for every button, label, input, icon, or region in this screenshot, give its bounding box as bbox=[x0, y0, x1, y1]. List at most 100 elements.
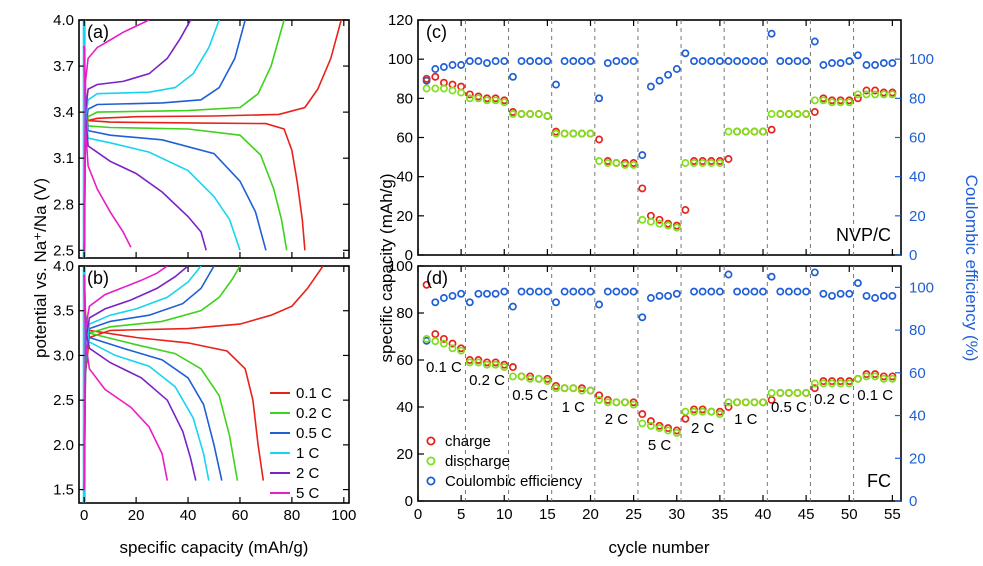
rate-label: 1 C bbox=[734, 411, 758, 428]
data-point-discharge bbox=[552, 384, 560, 393]
x-tick-label: 5 bbox=[457, 506, 465, 523]
y-tick-label: 3.7 bbox=[53, 58, 74, 75]
data-point-charge bbox=[681, 206, 690, 214]
data-point-discharge bbox=[638, 419, 647, 428]
data-point-discharge bbox=[690, 407, 698, 416]
data-point-charge bbox=[871, 86, 880, 95]
data-point-coulombic-efficiency bbox=[724, 270, 733, 279]
data-point-discharge bbox=[431, 84, 440, 93]
data-point-coulombic-efficiency bbox=[862, 61, 871, 69]
data-point-discharge bbox=[793, 110, 802, 118]
data-point-coulombic-efficiency bbox=[526, 287, 535, 296]
data-point-discharge bbox=[741, 398, 750, 407]
data-point-discharge bbox=[422, 84, 431, 93]
data-point-discharge bbox=[500, 98, 509, 107]
data-point-coulombic-efficiency bbox=[707, 57, 716, 66]
data-point-coulombic-efficiency bbox=[767, 272, 776, 281]
data-point-discharge bbox=[577, 129, 586, 138]
data-point-coulombic-efficiency bbox=[457, 61, 466, 69]
sample-annotation-c: NVP/C bbox=[836, 225, 891, 245]
y-tick-label: 3.5 bbox=[53, 303, 74, 320]
data-point-coulombic-efficiency bbox=[733, 57, 742, 66]
data-point-coulombic-efficiency bbox=[845, 289, 854, 298]
data-point-discharge bbox=[534, 374, 543, 383]
data-point-discharge bbox=[517, 110, 526, 118]
data-point-discharge bbox=[439, 84, 448, 93]
data-point-discharge bbox=[715, 410, 724, 419]
data-point-discharge bbox=[508, 372, 517, 381]
data-point-discharge bbox=[560, 384, 569, 393]
data-point-coulombic-efficiency bbox=[586, 57, 595, 66]
data-point-discharge bbox=[543, 377, 552, 386]
data-point-coulombic-efficiency bbox=[638, 151, 647, 160]
curve-discharge-2-C bbox=[83, 274, 197, 481]
x-tick-label: 100 bbox=[331, 507, 356, 524]
data-point-charge bbox=[655, 215, 664, 224]
data-point-coulombic-efficiency bbox=[767, 29, 776, 38]
data-point-discharge bbox=[457, 346, 466, 355]
data-point-discharge bbox=[526, 110, 535, 118]
y2-tick-label: 60 bbox=[909, 365, 926, 382]
data-point-coulombic-efficiency bbox=[784, 57, 793, 66]
data-point-discharge bbox=[655, 424, 664, 433]
data-point-charge bbox=[638, 410, 647, 419]
data-point-discharge bbox=[784, 388, 793, 397]
data-point-coulombic-efficiency bbox=[586, 287, 595, 296]
data-point-discharge bbox=[621, 398, 629, 407]
y2-tick-label: 0 bbox=[909, 493, 917, 510]
curve-charge-0-1-C bbox=[83, 20, 342, 251]
y2-tick-label: 60 bbox=[909, 130, 926, 147]
data-point-coulombic-efficiency bbox=[621, 287, 629, 296]
data-point-discharge bbox=[422, 334, 431, 343]
data-point-discharge bbox=[483, 96, 491, 105]
y-tick-label: 60 bbox=[396, 130, 413, 147]
y2-tick-label: 0 bbox=[909, 247, 917, 264]
data-point-coulombic-efficiency bbox=[776, 57, 785, 66]
data-point-coulombic-efficiency bbox=[638, 313, 647, 322]
data-point-discharge bbox=[638, 215, 647, 224]
data-point-coulombic-efficiency bbox=[448, 291, 457, 300]
data-point-coulombic-efficiency bbox=[612, 287, 621, 296]
data-point-charge bbox=[810, 384, 819, 393]
curve-charge-1-C bbox=[83, 266, 202, 490]
y-tick-label: 2.8 bbox=[53, 196, 74, 213]
data-point-charge bbox=[422, 74, 431, 83]
data-point-coulombic-efficiency bbox=[500, 57, 509, 66]
data-point-discharge bbox=[534, 110, 543, 118]
rate-label: 1 C bbox=[562, 399, 586, 416]
data-point-discharge bbox=[776, 388, 785, 397]
data-point-coulombic-efficiency bbox=[621, 57, 629, 66]
x-tick-label: 0 bbox=[414, 506, 422, 523]
y-tick-label: 60 bbox=[396, 352, 413, 369]
data-point-coulombic-efficiency bbox=[828, 291, 836, 300]
data-point-discharge bbox=[612, 398, 621, 407]
data-point-coulombic-efficiency bbox=[483, 289, 491, 298]
legend-label: 2 C bbox=[296, 465, 320, 482]
legend-label: 0.1 C bbox=[296, 385, 332, 402]
curve-charge-2-C bbox=[83, 266, 189, 490]
curve-charge-0-5-C bbox=[83, 266, 215, 490]
data-point-coulombic-efficiency bbox=[888, 291, 897, 300]
data-point-discharge bbox=[879, 90, 888, 99]
data-point-coulombic-efficiency bbox=[810, 268, 819, 277]
data-point-coulombic-efficiency bbox=[664, 70, 673, 79]
data-point-coulombic-efficiency bbox=[646, 294, 655, 302]
data-point-discharge bbox=[750, 398, 759, 407]
y2-tick-label: 20 bbox=[909, 450, 926, 467]
curve-discharge-5-C bbox=[83, 46, 132, 248]
data-point-discharge bbox=[595, 157, 604, 165]
data-point-coulombic-efficiency bbox=[733, 287, 742, 296]
y-axis-label-specific-capacity: specific capacity (mAh/g) bbox=[377, 174, 396, 363]
curve-discharge-1-C bbox=[83, 46, 241, 251]
legend-label: charge bbox=[445, 433, 491, 450]
data-point-coulombic-efficiency bbox=[500, 287, 509, 296]
data-point-coulombic-efficiency bbox=[793, 287, 802, 296]
y-tick-label: 4.0 bbox=[53, 12, 74, 29]
x-tick-label: 20 bbox=[582, 506, 599, 523]
legend-label: discharge bbox=[445, 453, 510, 470]
data-point-coulombic-efficiency bbox=[474, 57, 483, 66]
